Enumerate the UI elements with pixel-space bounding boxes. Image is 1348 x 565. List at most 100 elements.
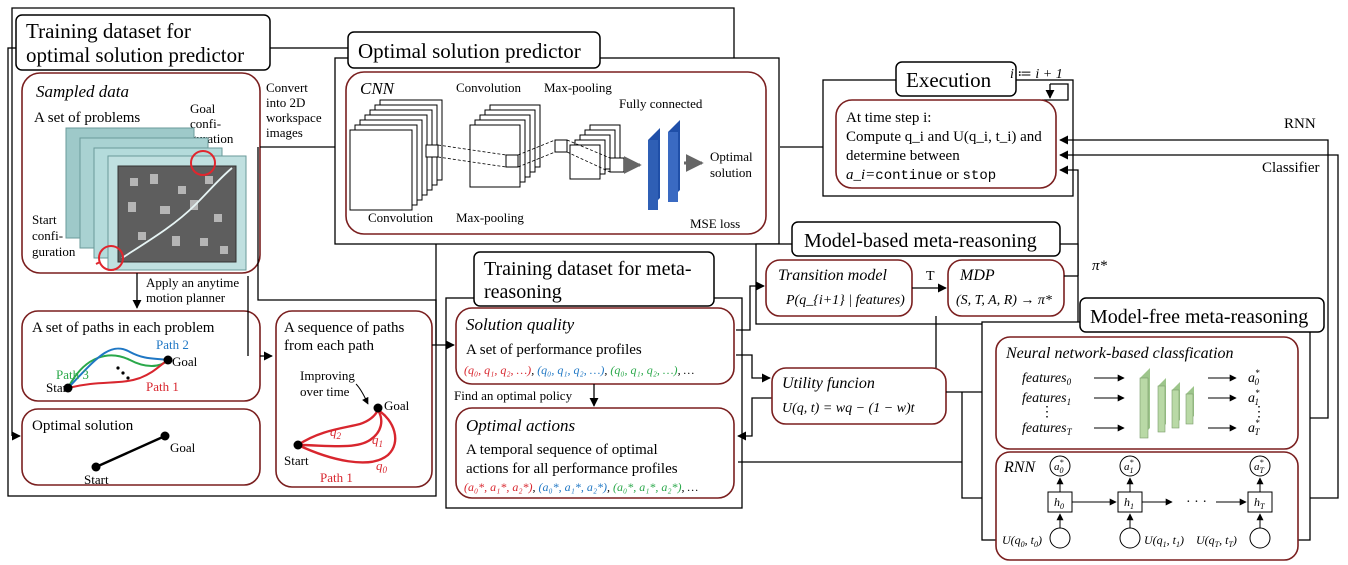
nn-out-a0: a*0 (1248, 368, 1260, 387)
svg-text:a*1: a*1 (1124, 458, 1134, 475)
predictor-title: Optimal solution predictor (358, 39, 581, 63)
rnn-cells (1047, 455, 1273, 549)
transition-title: Transition model (778, 267, 887, 284)
convert-label-2: into 2D (266, 95, 305, 110)
utility-formula: U(q, t) = wq − (1 − w)t (782, 401, 916, 416)
features-0-label: features0 (1022, 371, 1072, 387)
q2-label: q2 (330, 424, 342, 441)
convolution-top-label: Convolution (456, 80, 522, 95)
path-2-label: Path 2 (156, 337, 189, 352)
rnn-input-t: U(qT, tT) (1196, 533, 1237, 549)
apply-planner-label-1: Apply an anytime (146, 275, 239, 290)
solution-quality-title: Solution quality (466, 315, 575, 334)
optsol-goal-label: Goal (170, 440, 196, 455)
classifier-side-label: Classifier (1262, 160, 1320, 176)
utility-title: Utility funcion (782, 375, 875, 392)
actions-line-1: A temporal sequence of optimal (466, 442, 658, 458)
optimal-actions-box (455, 407, 735, 499)
svg-text:· · ·: · · · (1186, 495, 1207, 510)
predictor-title-box (347, 31, 601, 69)
maxpool-bottom-label: Max-pooling (456, 210, 524, 225)
actions-sequences: (a₀*, a₁*, a₂*), (a₀*, a₁*, a₂*), (a₀*, … (464, 480, 698, 494)
training-dataset-title-1: Training dataset for (26, 19, 191, 43)
execution-line-1: At time step i: (846, 110, 931, 126)
seq-goal-label: Goal (384, 398, 410, 413)
features-t-label: featuresT (1022, 421, 1073, 437)
optsol-start-label: Start (84, 472, 109, 487)
seq-path1-label: Path 1 (320, 470, 353, 485)
actions-line-2: actions for all performance profiles (466, 461, 678, 477)
meta-dataset-title-2: reasoning (484, 281, 562, 303)
execution-title: Execution (906, 68, 992, 92)
nn-green-layers (1139, 368, 1194, 439)
goal-config-label-2: confi- (190, 116, 221, 131)
paths-goal-label: Goal (172, 354, 198, 369)
features-1-label: features1 (1022, 391, 1071, 407)
optimal-solution-title: Optimal solution (32, 418, 134, 434)
execution-title-box (895, 61, 1017, 97)
meta-dataset-title-box (473, 251, 715, 307)
paths-start-label: Start (46, 380, 71, 395)
model-free-title: Model-free meta-reasoning (1090, 306, 1308, 328)
pi-star-label: π* (1092, 258, 1108, 274)
rnn-input-1: U(q1, t1) (1144, 533, 1184, 549)
rnn-input-0: U(q0, t0) (1002, 533, 1042, 549)
optimal-output-label-1: Optimal (710, 149, 753, 164)
mdp-box (947, 259, 1065, 317)
training-dataset-title-2: optimal solution predictor (26, 43, 244, 67)
path-1-label: Path 1 (146, 379, 179, 394)
mdp-formula: (S, T, A, R) → π* (956, 293, 1052, 308)
find-policy-label: Find an optimal policy (454, 388, 573, 403)
model-free-title-box (1079, 297, 1325, 333)
rnn-side-label: RNN (1284, 116, 1316, 132)
nn-classification-title: Neural network-based classfication (1005, 345, 1234, 362)
cnn-box (345, 71, 767, 235)
optimal-actions-title: Optimal actions (466, 416, 575, 435)
sampled-data-title: Sampled data (36, 82, 129, 101)
convert-label-1: Convert (266, 80, 308, 95)
mdp-title: MDP (959, 267, 995, 284)
q1-label: q1 (372, 432, 383, 449)
svg-text:a*T: a*T (1254, 458, 1265, 475)
features-dots: ⋮ (1040, 405, 1054, 420)
sequence-title-1: A sequence of paths (284, 320, 405, 336)
improving-label-1: Improving (300, 368, 355, 383)
start-config-label-3: guration (32, 244, 76, 259)
execution-loop-label: i ≔ i + 1 (1010, 67, 1063, 82)
goal-marker-circle (190, 150, 216, 176)
seq-start-label: Start (284, 453, 309, 468)
meta-dataset-title-1: Training dataset for meta- (484, 258, 692, 280)
goal-config-label-1: Goal (190, 101, 216, 116)
improving-label-2: over time (300, 384, 350, 399)
nn-out-dots: ⋮ (1252, 405, 1266, 420)
rnn-title: RNN (1003, 459, 1036, 476)
nn-out-at: a*T (1248, 418, 1261, 437)
path-3-label: Path 3 (56, 367, 89, 382)
model-based-title: Model-based meta-reasoning (804, 230, 1037, 252)
transition-formula: P(q_{i+1} | features) (785, 293, 905, 308)
profiles-label: A set of performance profiles (466, 342, 642, 358)
utility-box (771, 367, 947, 425)
optimal-output-label-2: solution (710, 165, 752, 180)
start-config-label-1: Start (32, 212, 57, 227)
apply-planner-label-2: motion planner (146, 290, 226, 305)
conv-layer-stack-1 (349, 99, 443, 211)
q0-label: q0 (376, 458, 388, 475)
convert-label-4: images (266, 125, 303, 140)
maxpool-top-label: Max-pooling (544, 80, 612, 95)
execution-line-2: Compute q_i and U(q_i, t_i) and (846, 129, 1042, 145)
rnn-box (995, 451, 1299, 561)
problems-label: A set of problems (34, 110, 140, 126)
svg-text:a*0: a*0 (1054, 458, 1064, 475)
paths-box-title: A set of paths in each problem (32, 320, 215, 336)
svg-text:h1: h1 (1124, 495, 1134, 511)
profiles-sequences: (q₀, q₁, q₂, …), (q₀, q₁, q₂, …), (q₀, q… (464, 363, 694, 377)
start-config-label-2: confi- (32, 228, 63, 243)
cnn-label: CNN (360, 79, 396, 98)
sequence-box (275, 310, 433, 488)
execution-line-3: determine between (846, 148, 960, 164)
model-based-title-box (791, 221, 1061, 257)
t-label: T (926, 269, 935, 284)
nn-out-a1: a*1 (1248, 388, 1260, 407)
svg-text:h0: h0 (1054, 495, 1064, 511)
